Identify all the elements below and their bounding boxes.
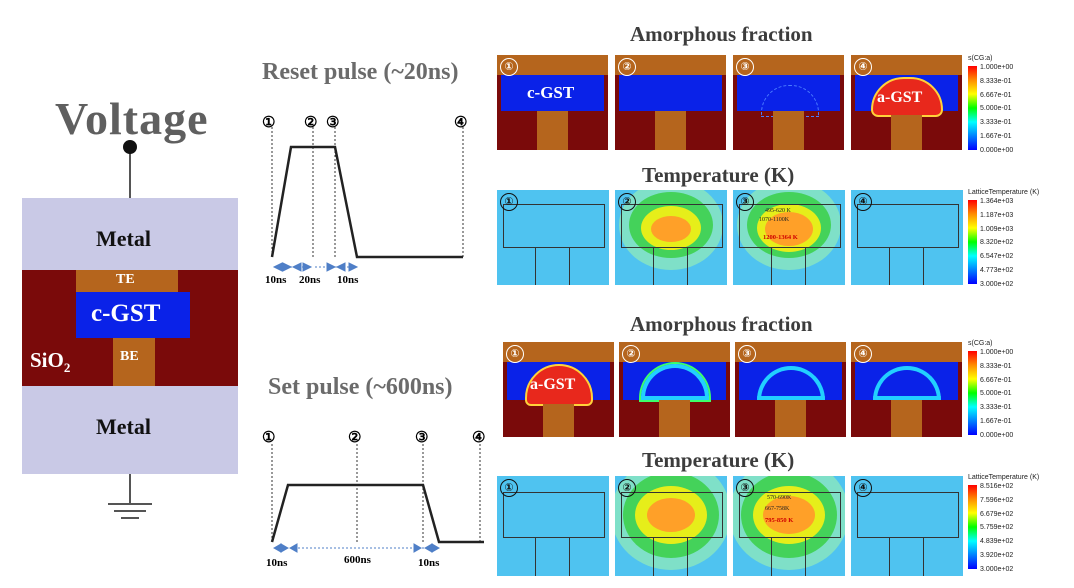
set-pulse-title: Set pulse (~600ns): [268, 374, 453, 400]
set-temperature-panel-1: ①: [497, 476, 609, 576]
reset-temperature-colorbar: [968, 200, 977, 284]
reset-temperature-badge-4: ④: [854, 193, 872, 211]
set-temperature-legend-title: LatticeTemperature (K): [968, 474, 1040, 481]
reset-temperature-badge-2: ②: [618, 193, 636, 211]
reset-temperature-badge-1: ①: [500, 193, 518, 211]
set-marker-4: ④: [472, 430, 486, 446]
set-temp-note-3: 795-850 K: [765, 517, 794, 524]
reset-amorphous-panel-4: a-GST ④: [851, 55, 962, 150]
set-amorphous-colorbar: [968, 351, 977, 435]
reset-duration-3: 10ns: [337, 274, 359, 286]
set-temperature-badge-4: ④: [854, 479, 872, 497]
set-amorphous-legend-values: 1.000e+00 8.333e-01 6.667e-01 5.000e-01 …: [980, 349, 1014, 439]
set-marker-2: ②: [348, 430, 362, 446]
reset-agst-label: a-GST: [877, 89, 923, 106]
reset-pulse-waveform: [270, 127, 464, 272]
reset-amorphous-legend-values: 1.000e+00 8.333e-01 6.667e-01 5.000e-01 …: [980, 64, 1014, 154]
reset-temperature-legend-values: 1.364e+03 1.187e+03 1.009e+03 8.320e+02 …: [980, 198, 1014, 288]
voltage-label: Voltage: [55, 93, 209, 144]
reset-temperature-badge-3: ③: [736, 193, 754, 211]
set-marker-3: ③: [415, 430, 429, 446]
reset-amorphous-badge-2: ②: [618, 58, 636, 76]
set-temperature-colorbar: [968, 485, 977, 569]
device-schematic: [22, 140, 238, 519]
set-duration-2: 600ns: [344, 554, 371, 566]
set-duration-3: 10ns: [418, 557, 440, 569]
reset-temperature-panel-4: ④: [851, 190, 963, 285]
set-duration-1: 10ns: [266, 557, 288, 569]
set-amorphous-panel-3: ③: [735, 342, 846, 437]
reset-marker-1: ①: [262, 115, 276, 131]
reset-amorphous-colorbar: [968, 66, 977, 150]
reset-temp-note-3: 1200-1364 K: [763, 234, 798, 241]
reset-marker-3: ③: [326, 115, 340, 131]
set-amorphous-panel-1: a-GST ①: [503, 342, 614, 437]
set-temperature-panel-3: 570-690K 667-758K 795-850 K ③: [733, 476, 845, 576]
set-temperature-panel-4: ④: [851, 476, 963, 576]
reset-temperature-panel-3: 495-620 K 1070-1100K 1200-1364 K ③: [733, 190, 845, 285]
bottom-electrode-label: BE: [120, 349, 139, 364]
set-amorphous-badge-1: ①: [506, 345, 524, 363]
reset-temp-note-2: 1070-1100K: [759, 217, 790, 223]
reset-amorphous-panel-1: c-GST ①: [497, 55, 608, 150]
reset-marker-4: ④: [454, 115, 468, 131]
set-temperature-title: Temperature (K): [642, 448, 795, 472]
reset-amorphous-legend-title: s(CG:a): [968, 55, 993, 62]
set-amorphous-badge-3: ③: [738, 345, 756, 363]
set-amorphous-badge-2: ②: [622, 345, 640, 363]
reset-amorphous-title: Amorphous fraction: [630, 22, 813, 46]
set-agst-label: a-GST: [530, 376, 576, 393]
set-amorphous-panel-2: ②: [619, 342, 730, 437]
reset-marker-2: ②: [304, 115, 318, 131]
reset-temperature-panel-2: ②: [615, 190, 727, 285]
top-electrode-label: TE: [116, 272, 135, 287]
oxide-label: SiO2: [30, 348, 71, 376]
reset-amorphous-badge-1: ①: [500, 58, 518, 76]
reset-duration-2: 20ns: [299, 274, 321, 286]
reset-amorphous-badge-4: ④: [854, 58, 872, 76]
reset-temperature-legend-title: LatticeTemperature (K): [968, 189, 1040, 196]
set-temperature-badge-2: ②: [618, 479, 636, 497]
top-metal-label: Metal: [96, 226, 151, 251]
reset-temperature-panel-1: ①: [497, 190, 609, 285]
set-amorphous-title: Amorphous fraction: [630, 312, 813, 336]
reset-duration-1: 10ns: [265, 274, 287, 286]
set-temperature-badge-3: ③: [736, 479, 754, 497]
set-amorphous-panel-4: ④: [851, 342, 962, 437]
set-temperature-badge-1: ①: [500, 479, 518, 497]
set-pulse-waveform: [270, 444, 484, 553]
set-temperature-legend-values: 8.516e+02 7.596e+02 6.679e+02 5.759e+02 …: [980, 483, 1014, 573]
bottom-metal-label: Metal: [96, 414, 151, 439]
reset-pulse-title: Reset pulse (~20ns): [262, 59, 459, 85]
reset-amorphous-panel-2: ②: [615, 55, 726, 150]
set-temperature-panel-2: ②: [615, 476, 727, 576]
set-temp-note-1: 570-690K: [767, 495, 792, 501]
reset-amorphous-panel-3: ③: [733, 55, 844, 150]
reset-temperature-title: Temperature (K): [642, 163, 795, 187]
reset-temp-note-1: 495-620 K: [765, 208, 791, 214]
reset-cgst-label: c-GST: [527, 83, 575, 102]
reset-amorphous-badge-3: ③: [736, 58, 754, 76]
set-temp-note-2: 667-758K: [765, 506, 790, 512]
set-marker-1: ①: [262, 430, 276, 446]
set-amorphous-legend-title: s(CG:a): [968, 340, 993, 347]
set-amorphous-badge-4: ④: [854, 345, 872, 363]
c-gst-label: c-GST: [91, 300, 161, 327]
